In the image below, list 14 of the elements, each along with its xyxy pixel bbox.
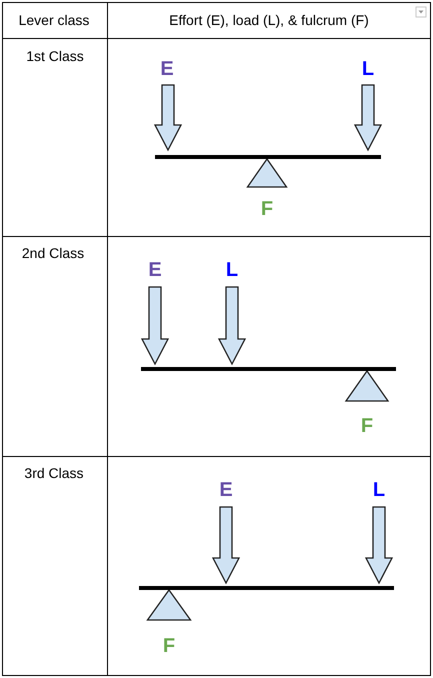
column-header: Effort (E), load (L), & fulcrum (F) bbox=[169, 13, 369, 27]
load-letter: L bbox=[362, 59, 374, 79]
lever-class-label: 2nd Class bbox=[22, 246, 84, 260]
load-letter: L bbox=[226, 260, 238, 280]
load-letter: L bbox=[372, 480, 386, 500]
column-header: Lever class bbox=[18, 13, 90, 27]
fulcrum-letter: F bbox=[162, 636, 176, 656]
fulcrum-letter: F bbox=[260, 199, 274, 219]
fulcrum-letter: F bbox=[360, 416, 374, 436]
lever-class-label: 3rd Class bbox=[24, 466, 84, 480]
lever-class-label: 1st Class bbox=[26, 49, 84, 63]
effort-letter: E bbox=[219, 480, 233, 500]
effort-letter: E bbox=[160, 59, 174, 79]
effort-letter: E bbox=[148, 260, 162, 280]
